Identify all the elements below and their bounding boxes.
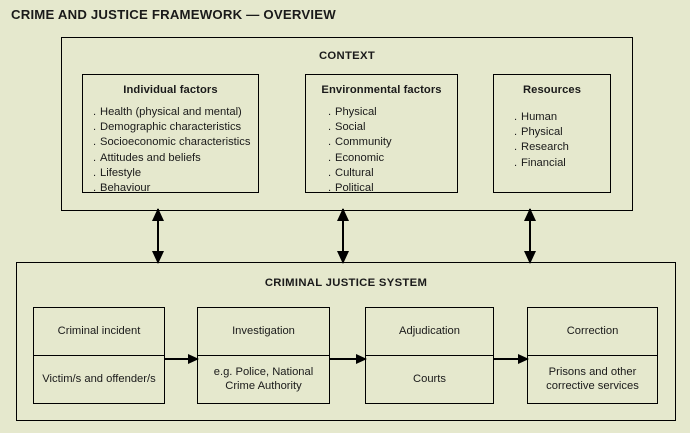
bullet-dot: . [328,121,332,134]
list-item: .Socioeconomic characteristics [93,135,258,150]
list-item-label: Financial [521,156,566,169]
panel-title: Individual factors [123,84,218,96]
criminal-justice-system-section: CRIMINAL JUSTICE SYSTEM [16,262,676,421]
bullet-dot: . [93,106,97,118]
stage-box-adjudication: Adjudication Courts [365,307,494,404]
bullet-dot: . [514,111,518,123]
bullet-dot: . [93,182,97,195]
arrow-shaft [342,209,344,263]
bullet-dot: . [328,182,332,195]
stage-box-criminal-incident: Criminal incident Victim/s and offender/… [33,307,165,404]
list-item-label: Behaviour [100,182,151,195]
list-item: .Demographic characteristics [93,120,258,135]
list-item: .Cultural [328,166,457,181]
list-item: .Community [328,135,457,150]
arrow-head-right-icon [356,354,367,364]
arrow-head-down-icon [337,251,349,264]
list-item: .Attitudes and beliefs [93,151,258,166]
arrow-head-down-icon [524,251,536,264]
bullet-dot: . [93,121,97,134]
arrow-head-up-icon [524,208,536,221]
list-item-label: Physical [335,106,377,118]
arrow-head-up-icon [337,208,349,221]
list-item: .Economic [328,151,457,166]
list-item: .Human [514,110,610,125]
list-item: .Health (physical and mental) [93,105,258,120]
list-item: .Behaviour [93,181,258,196]
panel-item-list: .Human .Physical .Research .Financial [494,110,610,171]
list-item: .Physical [328,105,457,120]
list-item: .Financial [514,156,610,171]
bullet-dot: . [514,126,518,139]
stage-box-correction: Correction Prisons and other corrective … [527,307,658,404]
list-item-label: Health (physical and mental) [100,106,242,118]
page-title: CRIME AND JUSTICE FRAMEWORK — OVERVIEW [11,7,336,22]
stage-name: Criminal incident [34,308,164,356]
stage-name: Adjudication [366,308,493,356]
panel-item-list: .Physical .Social .Community .Economic .… [306,105,457,196]
bullet-dot: . [93,151,97,164]
panel-environmental-factors: Environmental factors .Physical .Social … [305,74,458,196]
list-item-label: Social [335,121,366,134]
panel-title: Resources [522,84,582,96]
bullet-dot: . [328,166,332,179]
list-item: .Physical [514,125,610,140]
link-arrow-double-headed [337,208,349,264]
list-item: .Political [328,181,457,196]
list-item-label: Political [335,182,374,195]
link-arrow-double-headed [152,208,164,264]
bullet-dot: . [514,156,518,169]
list-item: .Research [514,140,610,155]
flow-arrow-right [330,354,367,364]
context-heading: CONTEXT [318,50,376,62]
list-item-label: Human [521,111,558,123]
arrow-shaft [529,209,531,263]
bullet-dot: . [328,106,332,118]
stage-detail: Victim/s and offender/s [42,373,156,385]
criminal-justice-system-heading: CRIMINAL JUSTICE SYSTEM [264,277,428,289]
arrow-head-right-icon [188,354,199,364]
bullet-dot: . [328,136,332,149]
list-item-label: Economic [335,151,385,164]
panel-item-list: .Health (physical and mental) .Demograph… [83,105,258,196]
arrow-head-up-icon [152,208,164,221]
list-item-label: Research [521,141,569,154]
list-item: .Lifestyle [93,166,258,181]
list-item-label: Lifestyle [100,166,142,179]
panel-individual-factors: Individual factors .Health (physical and… [82,74,259,196]
list-item-label: Attitudes and beliefs [100,151,201,164]
bullet-dot: . [93,136,97,149]
panel-resources: Resources .Human .Physical .Research .Fi… [493,74,611,193]
list-item-label: Demographic characteristics [100,121,242,134]
list-item-label: Community [335,136,392,149]
bullet-dot: . [93,166,97,179]
flow-arrow-right [494,354,529,364]
bullet-dot: . [328,151,332,164]
flow-arrow-right [165,354,199,364]
arrow-shaft [494,358,528,360]
stage-name: Correction [528,308,657,356]
stage-detail: Courts [413,373,446,385]
list-item: .Social [328,120,457,135]
arrow-shaft [165,358,198,360]
stage-name: Investigation [198,308,329,356]
stage-detail: Prisons and other corrective services [546,365,639,393]
bullet-dot: . [514,141,518,154]
list-item-label: Cultural [335,166,374,179]
list-item-label: Physical [521,126,563,139]
panel-title: Environmental factors [321,84,442,96]
arrow-head-down-icon [152,251,164,264]
arrow-shaft [330,358,366,360]
link-arrow-double-headed [524,208,536,264]
stage-detail: e.g. Police, National Crime Authority [213,365,314,393]
list-item-label: Socioeconomic characteristics [100,136,251,149]
arrow-head-right-icon [518,354,529,364]
arrow-shaft [157,209,159,263]
stage-box-investigation: Investigation e.g. Police, National Crim… [197,307,330,404]
